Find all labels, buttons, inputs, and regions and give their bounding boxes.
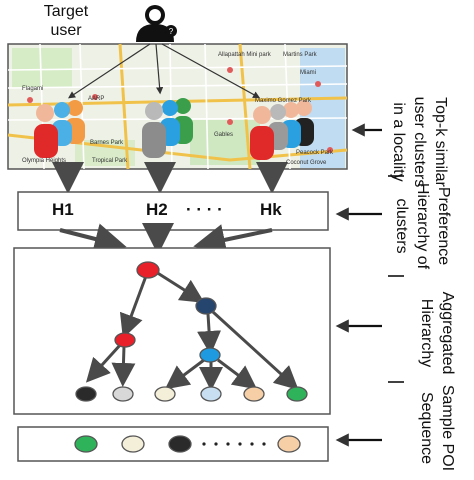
tree-node	[114, 332, 136, 348]
side-label-preference-line2: Hierarchy of	[414, 182, 431, 270]
user-cluster-icon	[34, 100, 85, 158]
target-user-icon: ?	[136, 5, 177, 42]
root-node	[136, 261, 160, 279]
side-label-sample-line1: Sample POI	[439, 384, 456, 472]
map-label: Miami	[300, 70, 316, 76]
map-label: Gables	[214, 132, 234, 138]
tree-node	[199, 347, 221, 363]
poi-node	[74, 435, 98, 453]
map-label: Allapattah Mini park	[218, 52, 271, 58]
leaf-node	[243, 386, 265, 402]
map-label: Flagami	[22, 86, 44, 92]
target-user-line2: user	[50, 22, 82, 39]
poi-node	[121, 435, 145, 453]
map-label: AARP	[88, 96, 105, 102]
poi-node	[168, 435, 192, 453]
side-label-sample-line2: Sequence	[418, 391, 435, 465]
target-user-label: Target user	[26, 2, 106, 40]
target-user-line1: Target	[43, 3, 89, 20]
side-label-preference-line3: clusters	[393, 198, 410, 254]
user-cluster-icon	[142, 98, 193, 158]
map-label: Martins Park	[283, 52, 317, 58]
map-label: Barnes Park	[90, 140, 124, 146]
hierarchy-h2-label: H2	[146, 200, 168, 219]
hierarchy-dots: · · · ·	[186, 200, 223, 219]
side-label-preference-line1: Preference	[435, 186, 452, 266]
hierarchy-h1-label: H1	[52, 200, 74, 219]
svg-text:?: ?	[169, 27, 174, 36]
tree-node	[195, 297, 217, 315]
side-label-preference: Preference Hierarchy of clusters	[390, 178, 454, 274]
side-label-aggregated-line2: Hierarchy	[418, 298, 435, 368]
map-label: Tropical Park	[92, 158, 128, 164]
map-label: Olympia Heights	[22, 158, 67, 164]
side-label-aggregated-line1: Aggregated	[439, 291, 456, 375]
leaf-node	[286, 386, 308, 402]
map-label: Peacock Park	[296, 150, 334, 156]
hierarchy-hk-label: Hk	[260, 200, 282, 219]
leaf-node	[112, 386, 134, 402]
poi-node	[277, 435, 301, 453]
map-label: Maximo Gomez Park	[255, 98, 312, 104]
user-cluster-icon	[250, 100, 314, 160]
leaf-node	[200, 386, 222, 402]
leaf-node	[154, 386, 176, 402]
map-label: Coconut Grove	[286, 160, 327, 166]
side-label-aggregated: Aggregated Hierarchy	[414, 283, 458, 383]
leaf-node	[75, 386, 97, 402]
side-label-sample: Sample POI Sequence	[414, 376, 458, 480]
